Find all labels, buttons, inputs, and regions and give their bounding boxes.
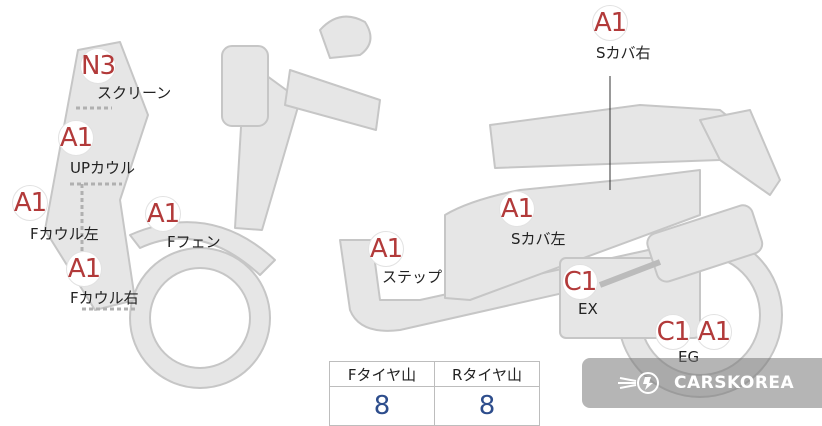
part-label-f-cowl-left: Fカウル左 xyxy=(30,225,99,243)
part-label-screen: スクリーン xyxy=(97,84,172,102)
front-cowl xyxy=(44,41,149,311)
grade-badge-f-cowl-left: A1 xyxy=(12,185,48,221)
grade-badge-f-fender: A1 xyxy=(145,196,181,232)
front-tyre-value: 8 xyxy=(329,386,435,426)
part-label-f-cowl-right: Fカウル右 xyxy=(70,289,139,307)
grade-badge-up-cowl: A1 xyxy=(58,120,94,156)
rear-tyre-value: 8 xyxy=(434,386,540,426)
part-label-up-cowl: UPカウル xyxy=(70,159,136,177)
carskorea-logo-icon xyxy=(618,372,659,394)
part-label-exhaust: EX xyxy=(578,300,598,318)
grade-badge-s-cover-left: A1 xyxy=(499,191,535,227)
grade-badge-f-cowl-right: A1 xyxy=(66,251,102,287)
handlebar xyxy=(284,69,381,131)
mirror xyxy=(319,15,372,59)
part-label-f-fender: Fフェン xyxy=(167,233,221,251)
part-label-step: ステップ xyxy=(382,268,443,286)
front-fender xyxy=(129,221,276,276)
muffler xyxy=(646,204,764,283)
carskorea-watermark: CARSKOREA xyxy=(582,358,822,408)
grade-badge-eg-c: C1 xyxy=(655,314,691,350)
front-tyre-header: Fタイヤ山 xyxy=(329,361,435,387)
tyre-tread-table: Fタイヤ山 Rタイヤ山 8 8 xyxy=(329,361,540,426)
exhaust-pipe xyxy=(598,259,662,288)
grade-badge-exhaust: C1 xyxy=(562,264,598,300)
headlight xyxy=(221,45,269,127)
grade-badge-s-cover-right: A1 xyxy=(592,5,628,41)
seat xyxy=(489,104,746,169)
grade-badge-eg-a: A1 xyxy=(696,314,732,350)
rear-fender xyxy=(699,109,781,196)
part-label-s-cover-right: Sカバ右 xyxy=(596,44,651,62)
grade-badge-step: A1 xyxy=(368,231,404,267)
watermark-text: CARSKOREA xyxy=(674,373,795,393)
grade-badge-screen: N3 xyxy=(80,48,116,84)
part-label-s-cover-left: Sカバ左 xyxy=(511,230,566,248)
rear-tyre-header: Rタイヤ山 xyxy=(434,361,540,387)
